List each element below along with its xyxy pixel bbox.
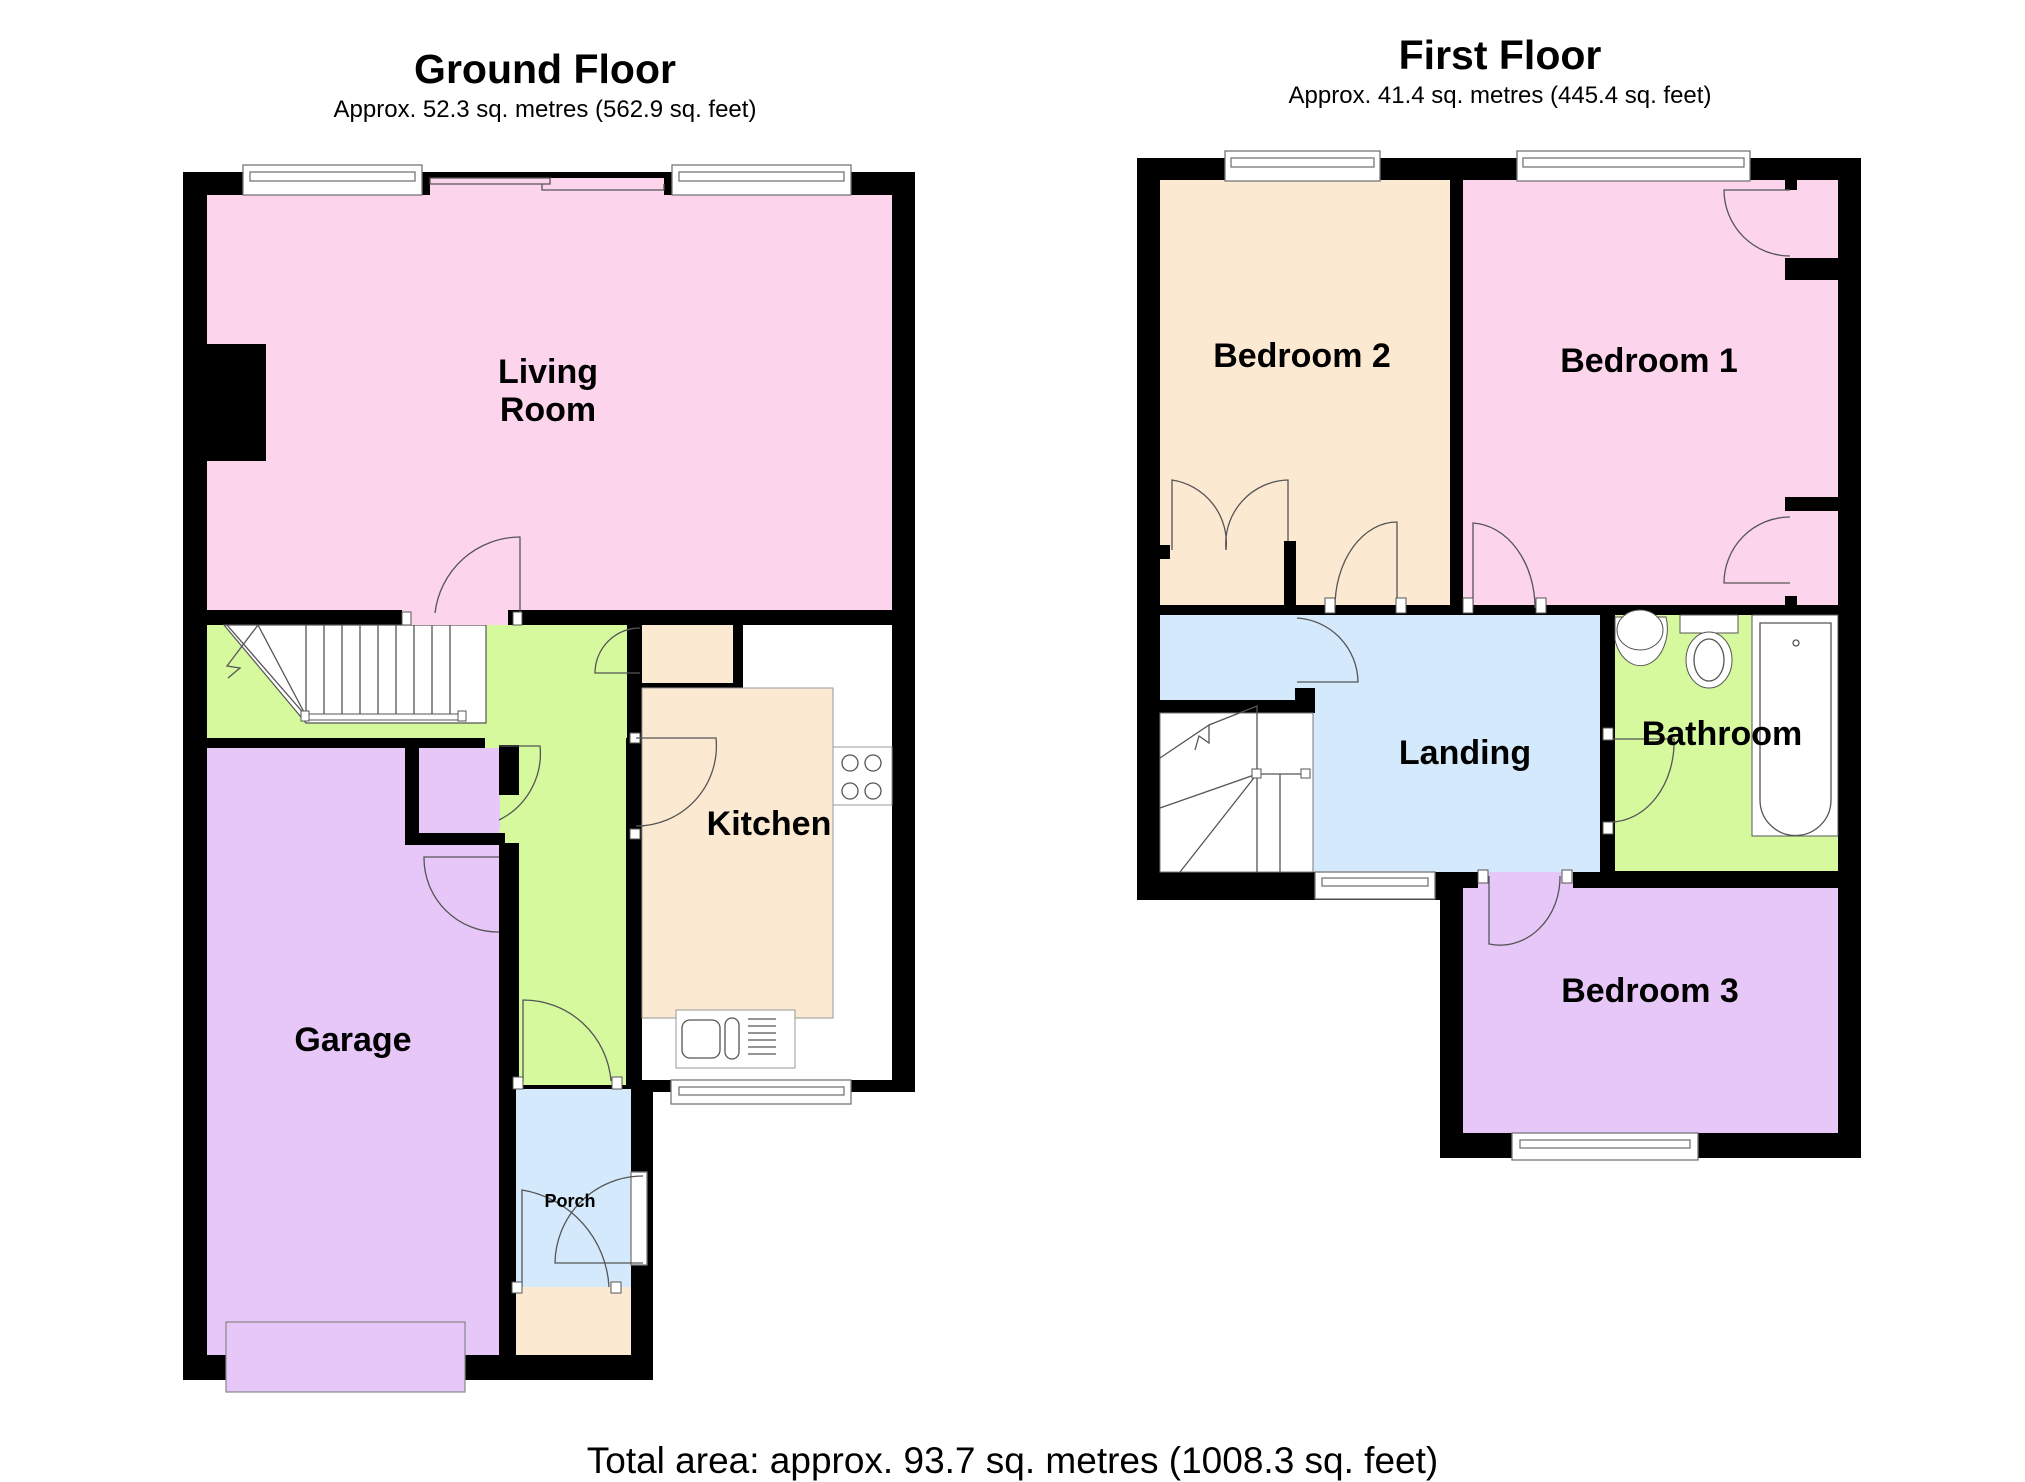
room-label-bedroom-2: Bedroom 2 [1213, 337, 1391, 375]
bedroom-3-area [1463, 888, 1838, 1133]
toilet-icon [1679, 614, 1739, 689]
door-airing-cupboard [1296, 617, 1359, 683]
bedroom-2-area [1160, 180, 1450, 605]
door-hall-porch [512, 999, 623, 1090]
ground-floor-title: Ground Floor [414, 46, 676, 92]
door-understairs [498, 745, 542, 821]
first-floor-area: Approx. 41.4 sq. metres (445.4 sq. feet) [1288, 82, 1712, 109]
door-cupboard [594, 627, 641, 674]
door-bedroom-3 [1477, 869, 1573, 946]
first-floor-title: First Floor [1398, 32, 1602, 78]
basin-icon [1614, 609, 1668, 667]
door-living-room [401, 536, 523, 626]
garage-door [225, 1321, 466, 1393]
garage-area [207, 748, 499, 1355]
door-bedroom-1 [1462, 522, 1547, 614]
door-bedroom-2 [1324, 521, 1407, 614]
porch-area [516, 1089, 631, 1287]
kitchen-area [641, 687, 834, 1019]
room-label-kitchen: Kitchen [707, 805, 832, 843]
wardrobe-doors [1160, 479, 1296, 615]
room-label-bedroom-1: Bedroom 1 [1560, 342, 1738, 380]
room-label-living-room: Living [498, 353, 598, 391]
room-label-bedroom-3: Bedroom 3 [1561, 972, 1739, 1010]
door-front [511, 1175, 644, 1294]
room-label-living-room-2: Room [500, 391, 596, 429]
door-bathroom [1602, 727, 1675, 835]
room-label-garage: Garage [294, 1021, 411, 1059]
ground-floor-area: Approx. 52.3 sq. metres (562.9 sq. feet) [333, 96, 757, 123]
bedroom-1-area [1463, 180, 1838, 605]
room-label-landing: Landing [1399, 734, 1531, 772]
hob-icon [832, 746, 893, 806]
staircase-first [1159, 705, 1314, 873]
door-kitchen [629, 732, 718, 840]
room-label-porch: Porch [544, 1191, 595, 1211]
staircase-ground [222, 624, 487, 724]
sink-icon [675, 1009, 796, 1069]
ground-floor-plan: Living Room Kitchen Garage Porch [183, 164, 915, 1393]
first-floor-plan: Bedroom 2 Bedroom 1 Landing Bathroom Bed… [1137, 150, 1861, 1161]
room-label-bathroom: Bathroom [1642, 715, 1803, 753]
bath-icon [1751, 614, 1839, 837]
total-area: Total area: approx. 93.7 sq. metres (100… [586, 1440, 1439, 1481]
door-garage [423, 856, 500, 933]
living-room-area [207, 195, 892, 610]
